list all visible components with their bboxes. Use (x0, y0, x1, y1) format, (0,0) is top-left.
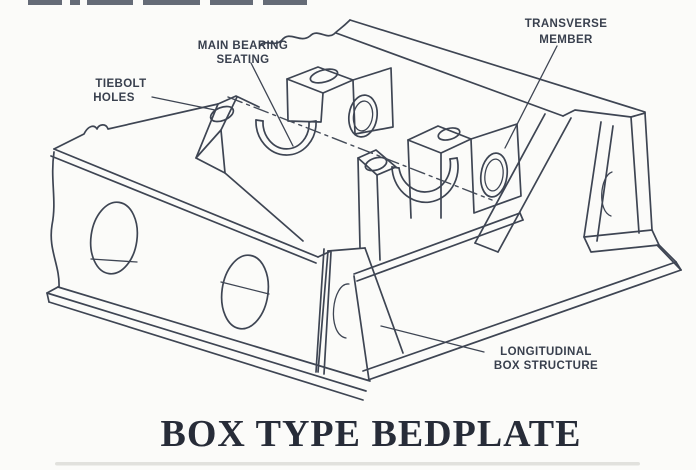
base-flange (46, 286, 371, 401)
front-longitudinal-girder (89, 201, 332, 375)
label-main-bearing-line2: SEATING (216, 54, 269, 66)
transverse-web-hole-outer (479, 152, 509, 198)
floor-plate (353, 212, 682, 381)
top-deck (50, 103, 319, 288)
main-bearing-seat-outer (391, 157, 459, 204)
main-bearing-seat-inner (398, 158, 452, 193)
strut-hole (332, 283, 350, 339)
rear-girder-torn-edge (259, 19, 646, 118)
transverse-web-hole-inner (484, 158, 504, 192)
lightening-hole-left (89, 201, 139, 275)
label-tiebolt-holes-line2: HOLES (93, 92, 135, 104)
transverse-web-hole-outer (347, 94, 379, 138)
figure-title: BOX TYPE BEDPLATE (160, 413, 581, 455)
leader-lines (151, 45, 558, 353)
tiebolt-hole-oval (364, 156, 388, 172)
main-bearing-seat-inner (262, 120, 310, 150)
cropped-text-top (28, 0, 307, 5)
transverse-web-hole-inner (352, 100, 374, 132)
label-longitudinal-box-line1: LONGITUDINAL (500, 346, 592, 358)
leader-main-bearing-seating (250, 62, 294, 147)
tiebolt-hole-oval (209, 105, 235, 123)
tiebolt-hole-oval (309, 68, 339, 84)
lightening-hole-right (220, 254, 270, 330)
bearing-saddle-right (357, 123, 522, 261)
label-tiebolt-holes-line1: TIEBOLT (95, 78, 146, 90)
tiebolt-hole-oval (437, 127, 461, 141)
bearing-saddle-left (195, 66, 394, 242)
crankshaft-centerline (227, 96, 493, 201)
gusset-hole (601, 171, 613, 217)
label-longitudinal-box-line2: BOX STRUCTURE (494, 360, 598, 372)
label-main-bearing-line1: MAIN BEARING (198, 40, 288, 52)
scan-smudge-bottom (55, 462, 640, 466)
leader-transverse-member (504, 45, 558, 149)
end-bracket-strut (317, 247, 404, 373)
leader-tiebolt-holes (151, 96, 216, 111)
label-transverse-member-line2: MEMBER (539, 34, 593, 46)
end-support-frames (474, 112, 677, 263)
bedplate-drawing (46, 19, 682, 401)
main-bearing-seat-outer (255, 119, 317, 156)
leader-longitudinal-box (380, 325, 485, 353)
label-transverse-member-line1: TRANSVERSE (525, 18, 608, 30)
